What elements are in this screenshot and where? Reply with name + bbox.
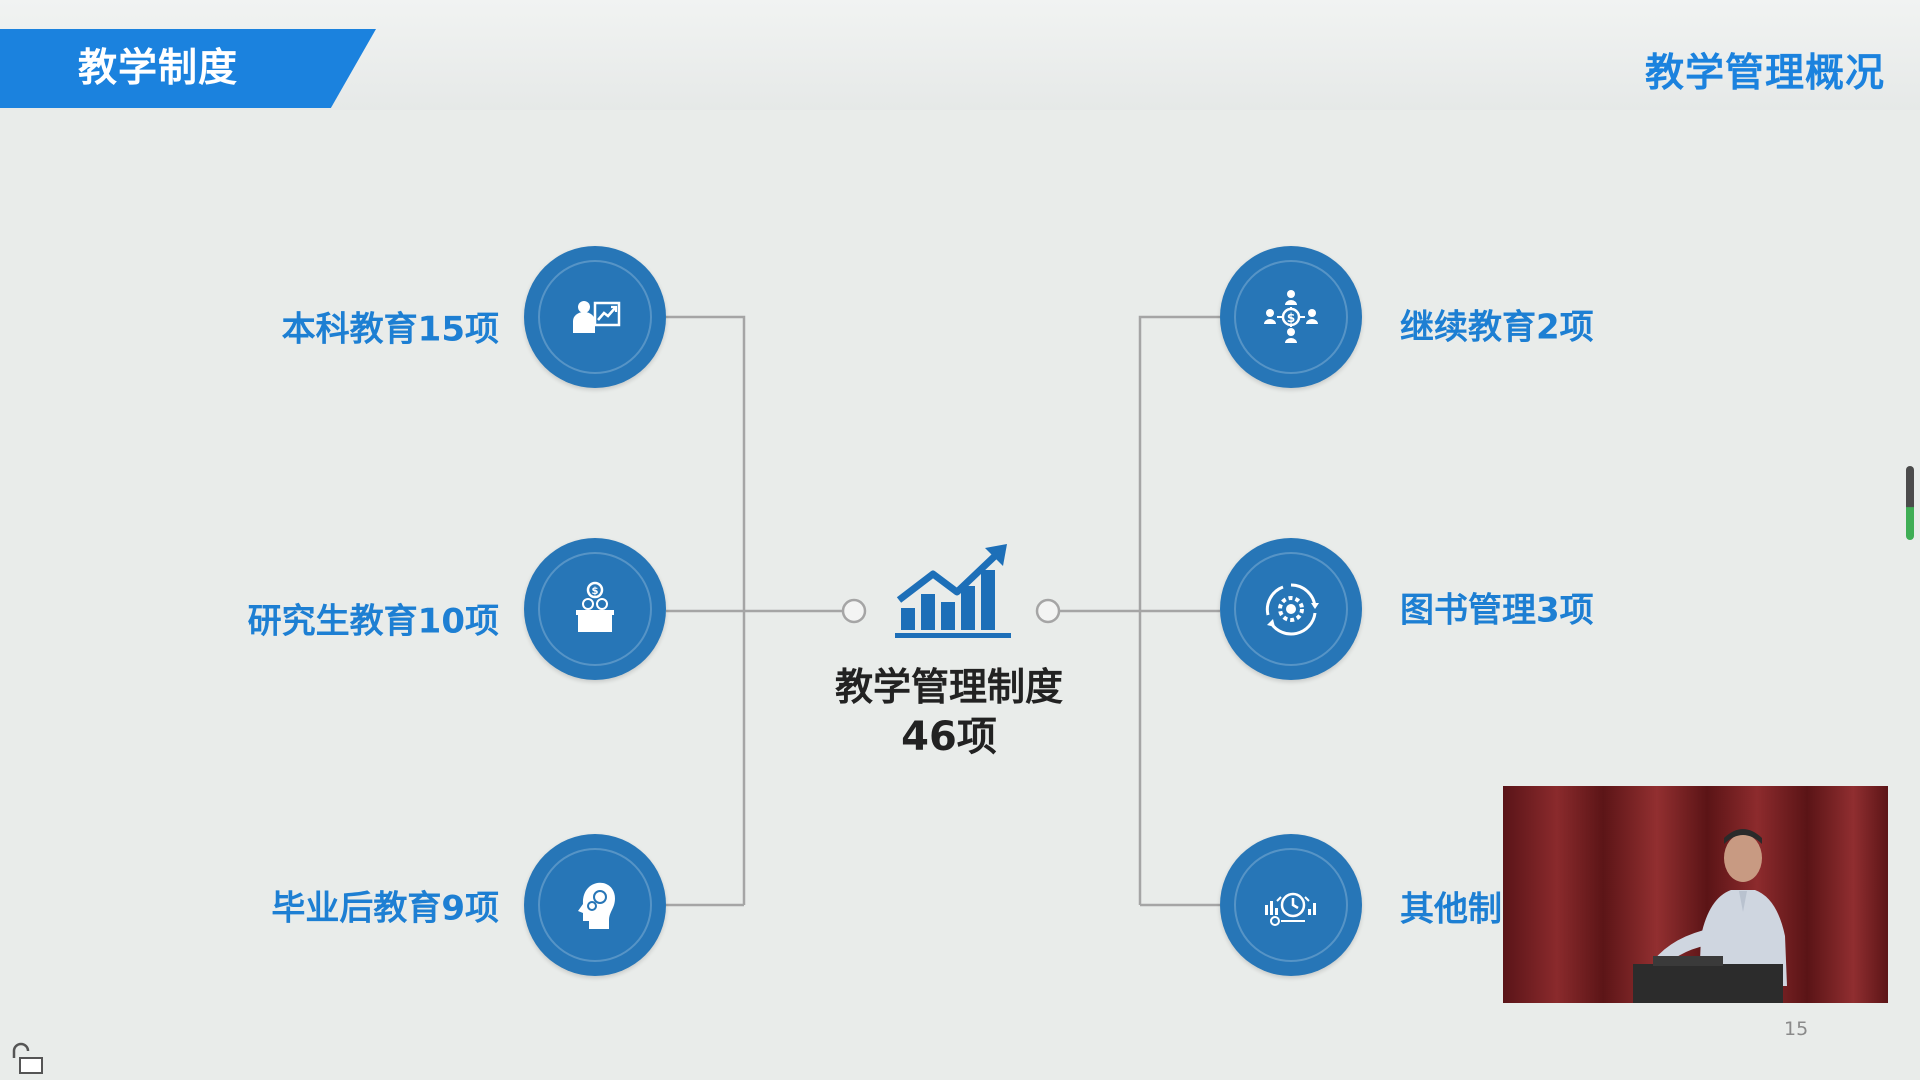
speaker-video-inset [1503, 786, 1888, 1003]
item-label-library-management: 图书管理3项 [1400, 590, 1594, 631]
connector-node-left [841, 598, 867, 624]
title-banner: 教学制度 [0, 29, 376, 108]
center-title: 教学管理制度 [834, 665, 1063, 709]
item-label-undergraduate: 本科教育15项 [281, 309, 499, 350]
connector-left-top [666, 315, 746, 905]
people-network-icon: $ [1220, 246, 1362, 388]
svg-text:$: $ [592, 586, 599, 597]
item-label-other-regulations: 其他制 [1400, 889, 1502, 930]
speaker-figure [1633, 829, 1787, 1003]
teacher-presentation-icon [524, 246, 666, 388]
connector-right-top [1138, 315, 1220, 905]
scroll-handle[interactable] [1906, 466, 1914, 540]
clock-chart-icon [1220, 834, 1362, 976]
page-number: 15 [1784, 1018, 1809, 1040]
growth-chart-icon [895, 544, 1011, 638]
banner-title: 教学制度 [78, 46, 239, 91]
gear-cycle-icon [1220, 538, 1362, 680]
center-count: 46项 [901, 714, 997, 760]
money-box-icon: $ [524, 538, 666, 680]
svg-text:$: $ [1287, 311, 1295, 325]
item-label-graduate: 研究生教育10项 [247, 601, 499, 642]
item-label-continuing-education: 继续教育2项 [1400, 307, 1594, 348]
unlock-icon[interactable] [8, 1040, 48, 1076]
section-title: 教学管理概况 [1644, 51, 1885, 96]
item-label-postgraduate-training: 毕业后教育9项 [271, 888, 499, 929]
connector-node-right [1035, 598, 1061, 624]
head-finance-icon [524, 834, 666, 976]
